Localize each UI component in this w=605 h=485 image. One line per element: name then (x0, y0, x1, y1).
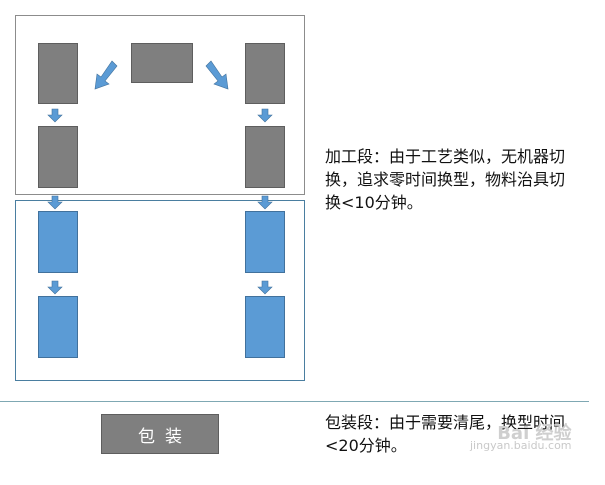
arrow-down-right-3 (257, 280, 273, 295)
station-right-upper (245, 211, 285, 273)
station-left-lower (38, 296, 78, 358)
watermark: Bai 经验 jingyan.baidu.com (470, 423, 572, 452)
packaging-section-note: 包装段：由于需要清尾，换型时间<20分钟。 (325, 413, 566, 455)
arrow-diagonal-right (205, 60, 229, 90)
arrow-down-right-1 (257, 108, 273, 123)
station-right-lower (245, 296, 285, 358)
arrow-down-left-2 (47, 195, 63, 210)
machine-left-middle (38, 126, 78, 188)
machine-center-source (131, 43, 193, 83)
arrow-down-right-2 (257, 195, 273, 210)
arrow-down-left-3 (47, 280, 63, 295)
station-left-upper (38, 211, 78, 273)
packaging-box: 包装 (101, 414, 219, 454)
machine-left-top (38, 43, 78, 104)
section-divider (0, 401, 589, 402)
watermark-url: jingyan.baidu.com (470, 439, 572, 452)
arrow-down-left-1 (47, 108, 63, 123)
assembly-section-frame (15, 200, 305, 381)
machine-right-middle (245, 126, 285, 188)
arrow-diagonal-left (94, 60, 118, 90)
watermark-brand: Bai 经验 (497, 423, 572, 444)
processing-section-note: 加工段：由于工艺类似，无机器切换，追求零时间换型，物料治具切换<10分钟。 (325, 147, 566, 212)
machine-right-top (245, 43, 285, 104)
processing-section-frame (15, 15, 305, 195)
